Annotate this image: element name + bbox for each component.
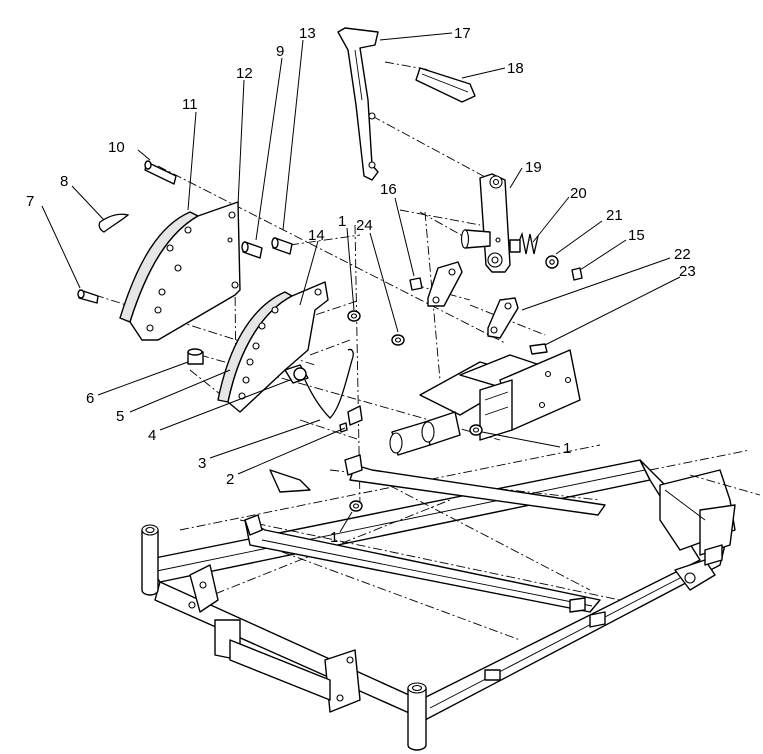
callout-23: 23 [679,263,696,280]
callout-14: 14 [308,227,325,244]
lever-arm [409,173,583,291]
callout-9: 9 [276,43,284,60]
callout-8: 8 [60,173,68,190]
callout-15: 15 [628,227,645,244]
leader-lines [41,32,681,533]
callout-13: 13 [299,25,316,42]
main-frame [141,444,761,751]
callout-2: 2 [226,471,234,488]
pedal-lever [337,27,476,181]
callout-1-lower: 1 [330,529,338,546]
callout-18: 18 [507,60,524,77]
callout-1-right: 1 [563,440,571,457]
callout-12: 12 [236,65,253,82]
callout-20: 20 [570,185,587,202]
callout-10: 10 [108,139,125,156]
segment-plate-left [119,201,241,341]
callout-19: 19 [525,159,542,176]
callout-11: 11 [182,96,198,113]
callout-22: 22 [674,246,691,263]
callout-16: 16 [380,181,397,198]
callout-5: 5 [116,408,124,425]
callout-6: 6 [86,390,94,407]
fasteners-left [77,160,293,365]
callout-1-upper: 1 [338,213,346,230]
callout-3: 3 [198,455,206,472]
callout-7: 7 [26,193,34,210]
callout-17: 17 [454,25,471,42]
segment-plate-right [217,281,405,512]
callout-21: 21 [606,207,623,224]
link-plates [427,261,548,355]
callout-24: 24 [356,217,373,234]
callout-labels: 17 18 13 9 12 11 10 8 7 19 16 20 21 15 2… [26,25,696,546]
mounting-bracket [389,349,581,456]
callout-4: 4 [148,427,156,444]
